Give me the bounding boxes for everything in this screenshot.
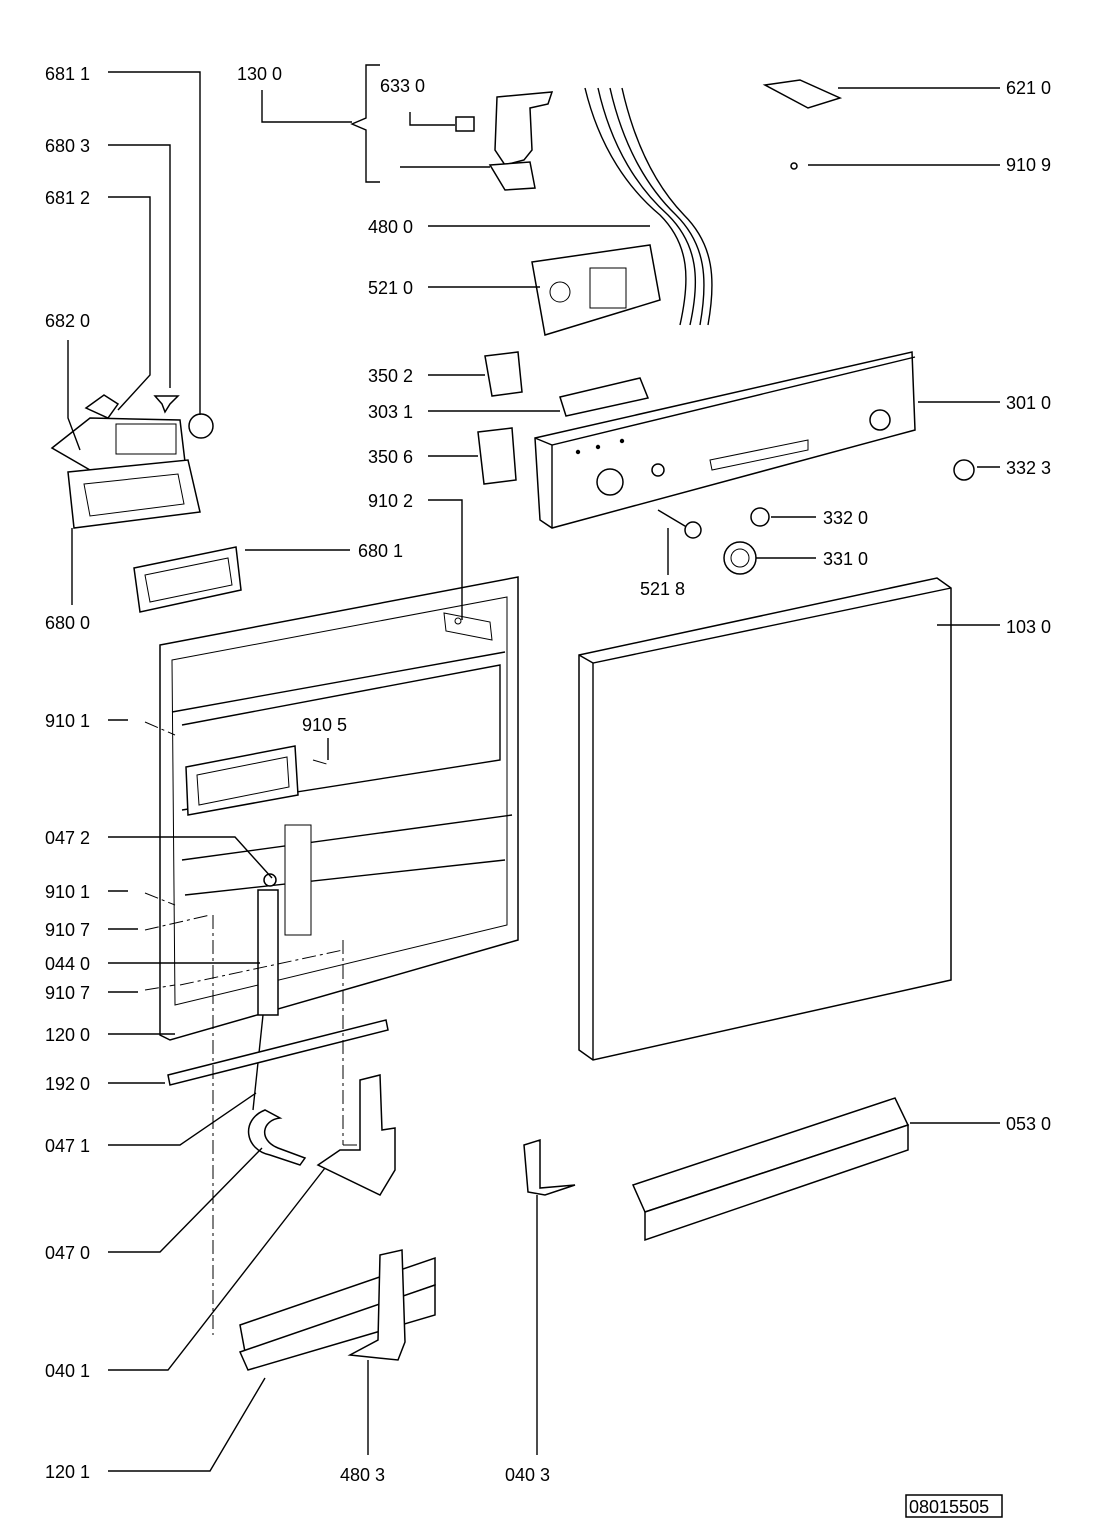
label-682-0: 682 0 bbox=[45, 311, 90, 331]
side-bracket bbox=[523, 1138, 576, 1196]
selector-shaft bbox=[657, 509, 702, 539]
label-120-1: 120 1 bbox=[45, 1462, 90, 1482]
outer-door-panel bbox=[578, 577, 952, 1061]
control-panel-fascia bbox=[534, 351, 916, 529]
dispenser-lever bbox=[84, 394, 120, 419]
label-047-1: 047 1 bbox=[45, 1136, 90, 1156]
bracket-cover bbox=[477, 427, 517, 485]
label-301-0: 301 0 bbox=[1006, 393, 1051, 413]
inner-door-panel bbox=[159, 576, 519, 1041]
control-board bbox=[531, 244, 661, 336]
detergent-dispenser bbox=[50, 417, 201, 529]
label-103-0: 103 0 bbox=[1006, 617, 1051, 637]
label-910-5: 910 5 bbox=[302, 715, 347, 735]
label-040-3: 040 3 bbox=[505, 1465, 550, 1485]
label-053-0: 053 0 bbox=[1006, 1114, 1051, 1134]
dispenser-gasket bbox=[133, 546, 242, 613]
button-strip bbox=[559, 377, 650, 417]
label-040-1: 040 1 bbox=[45, 1361, 90, 1381]
kick-plate-bracket bbox=[347, 1249, 406, 1361]
assembly-lines bbox=[144, 721, 360, 1335]
bottom-trim bbox=[631, 1097, 910, 1242]
label-120-0: 120 0 bbox=[45, 1025, 90, 1045]
kick-plate bbox=[238, 1256, 436, 1371]
hinge-hook bbox=[248, 1109, 307, 1166]
label-680-1: 680 1 bbox=[358, 541, 403, 561]
label-332-3: 332 3 bbox=[1006, 458, 1051, 478]
label-303-1: 303 1 bbox=[368, 402, 413, 422]
label-680-3: 680 3 bbox=[45, 136, 90, 156]
drawing-number: 08015505 bbox=[905, 1494, 1003, 1518]
label-331-0: 331 0 bbox=[823, 549, 868, 569]
label-521-0: 521 0 bbox=[368, 278, 413, 298]
door-lock-assembly bbox=[455, 91, 554, 191]
drawing-number-text: 08015505 bbox=[909, 1497, 989, 1517]
label-350-6: 350 6 bbox=[368, 447, 413, 467]
label-332-0: 332 0 bbox=[823, 508, 868, 528]
label-910-7-a: 910 7 bbox=[45, 920, 90, 940]
knob-3323 bbox=[953, 459, 975, 481]
label-910-7-b: 910 7 bbox=[45, 983, 90, 1003]
switch-block bbox=[484, 351, 523, 397]
label-681-1: 681 1 bbox=[45, 64, 90, 84]
dispenser-cap bbox=[188, 413, 214, 439]
label-681-2: 681 2 bbox=[45, 188, 90, 208]
label-480-0: 480 0 bbox=[368, 217, 413, 237]
hinge-spring bbox=[252, 873, 279, 1111]
label-521-8: 521 8 bbox=[640, 579, 685, 599]
label-130-0: 130 0 bbox=[237, 64, 282, 84]
label-044-0: 044 0 bbox=[45, 954, 90, 974]
label-680-0: 680 0 bbox=[45, 613, 90, 633]
label-480-3: 480 3 bbox=[340, 1465, 385, 1485]
leader-lines bbox=[67, 64, 1000, 1472]
screw bbox=[790, 162, 798, 170]
label-910-1-b: 910 1 bbox=[45, 882, 90, 902]
dispenser-pin bbox=[153, 395, 180, 414]
label-621-0: 621 0 bbox=[1006, 78, 1051, 98]
knob-3320 bbox=[750, 507, 770, 527]
label-633-0: 633 0 bbox=[380, 76, 425, 96]
label-910-1-a: 910 1 bbox=[45, 711, 90, 731]
door-rail bbox=[167, 1019, 389, 1086]
display-module bbox=[762, 79, 843, 109]
label-047-2: 047 2 bbox=[45, 828, 90, 848]
label-910-9: 910 9 bbox=[1006, 155, 1051, 175]
wiring-harness bbox=[584, 87, 713, 326]
hinge-bracket bbox=[316, 1074, 396, 1196]
label-350-2: 350 2 bbox=[368, 366, 413, 386]
label-910-2: 910 2 bbox=[368, 491, 413, 511]
label-047-0: 047 0 bbox=[45, 1243, 90, 1263]
label-192-0: 192 0 bbox=[45, 1074, 90, 1094]
